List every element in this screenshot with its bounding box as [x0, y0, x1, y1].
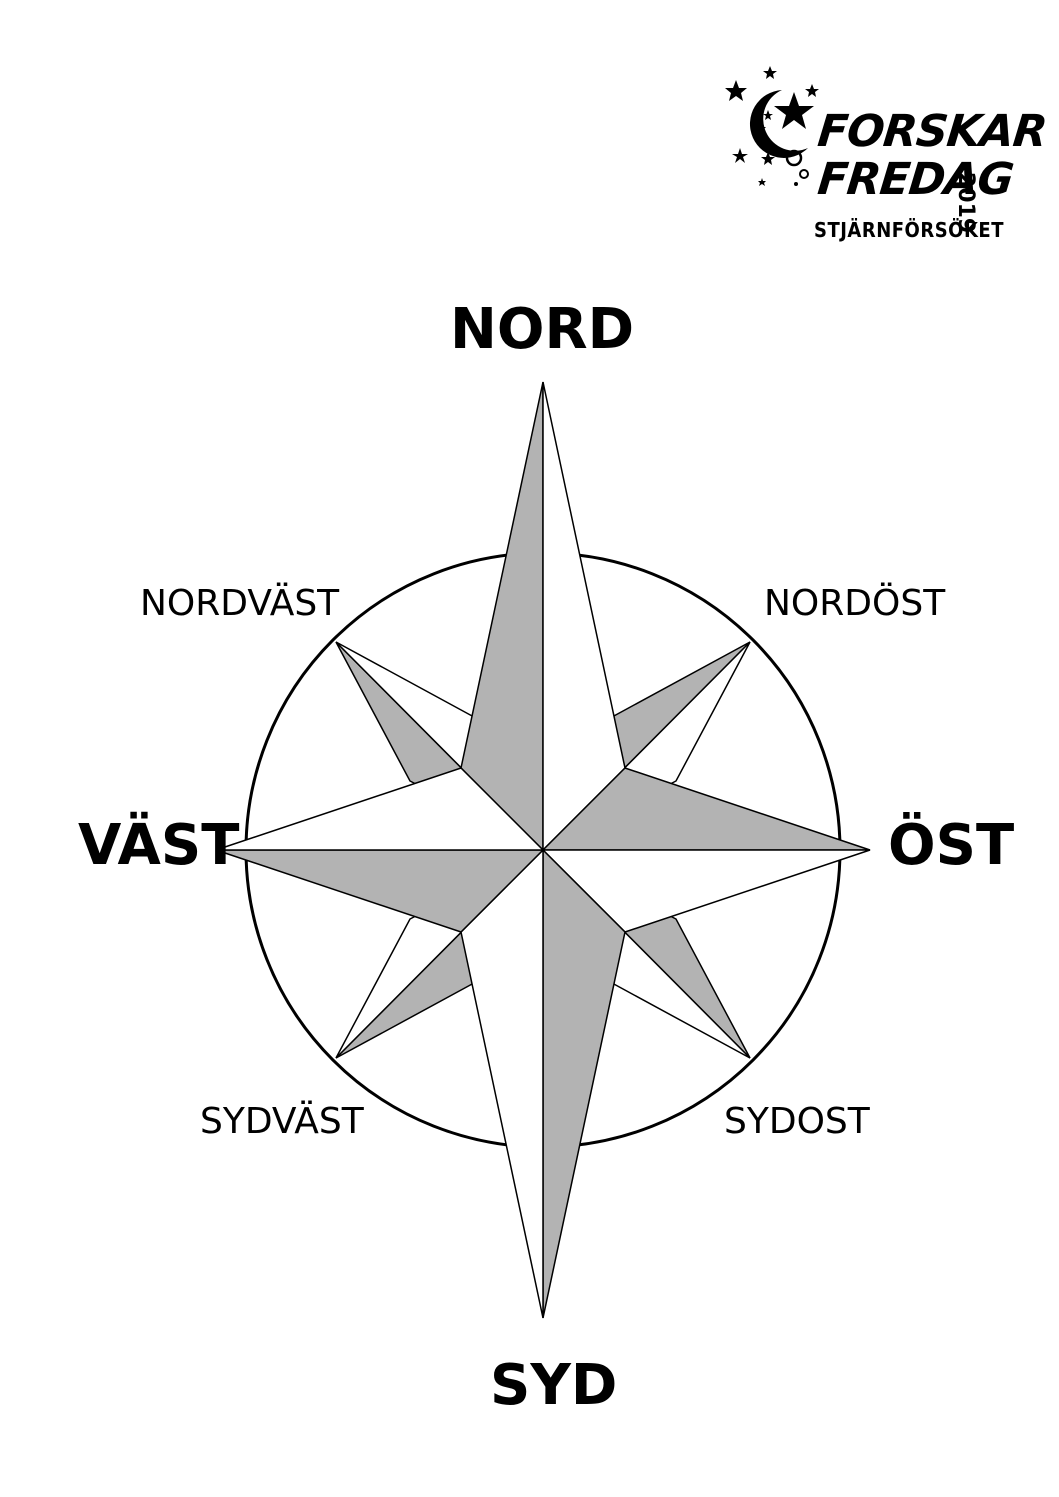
label-south: SYD — [490, 1353, 618, 1418]
logo-stars-graphic — [725, 66, 819, 186]
label-north: NORD — [450, 297, 635, 362]
cardinal-points — [215, 381, 871, 1319]
logo-subtitle: STJÄRNFÖRSÖKET — [814, 218, 1004, 242]
forskarfredag-logo: FORSKAR FREDAG 2019 STJÄRNFÖRSÖKET — [722, 62, 1049, 252]
label-northwest: NORDVÄST — [140, 583, 340, 624]
label-southeast: SYDOST — [724, 1101, 870, 1142]
label-west: VÄST — [78, 813, 240, 878]
label-southwest: SYDVÄST — [200, 1101, 364, 1142]
label-northeast: NORDÖST — [764, 583, 946, 624]
label-east: ÖST — [888, 813, 1015, 878]
point-west-light — [215, 767, 545, 851]
